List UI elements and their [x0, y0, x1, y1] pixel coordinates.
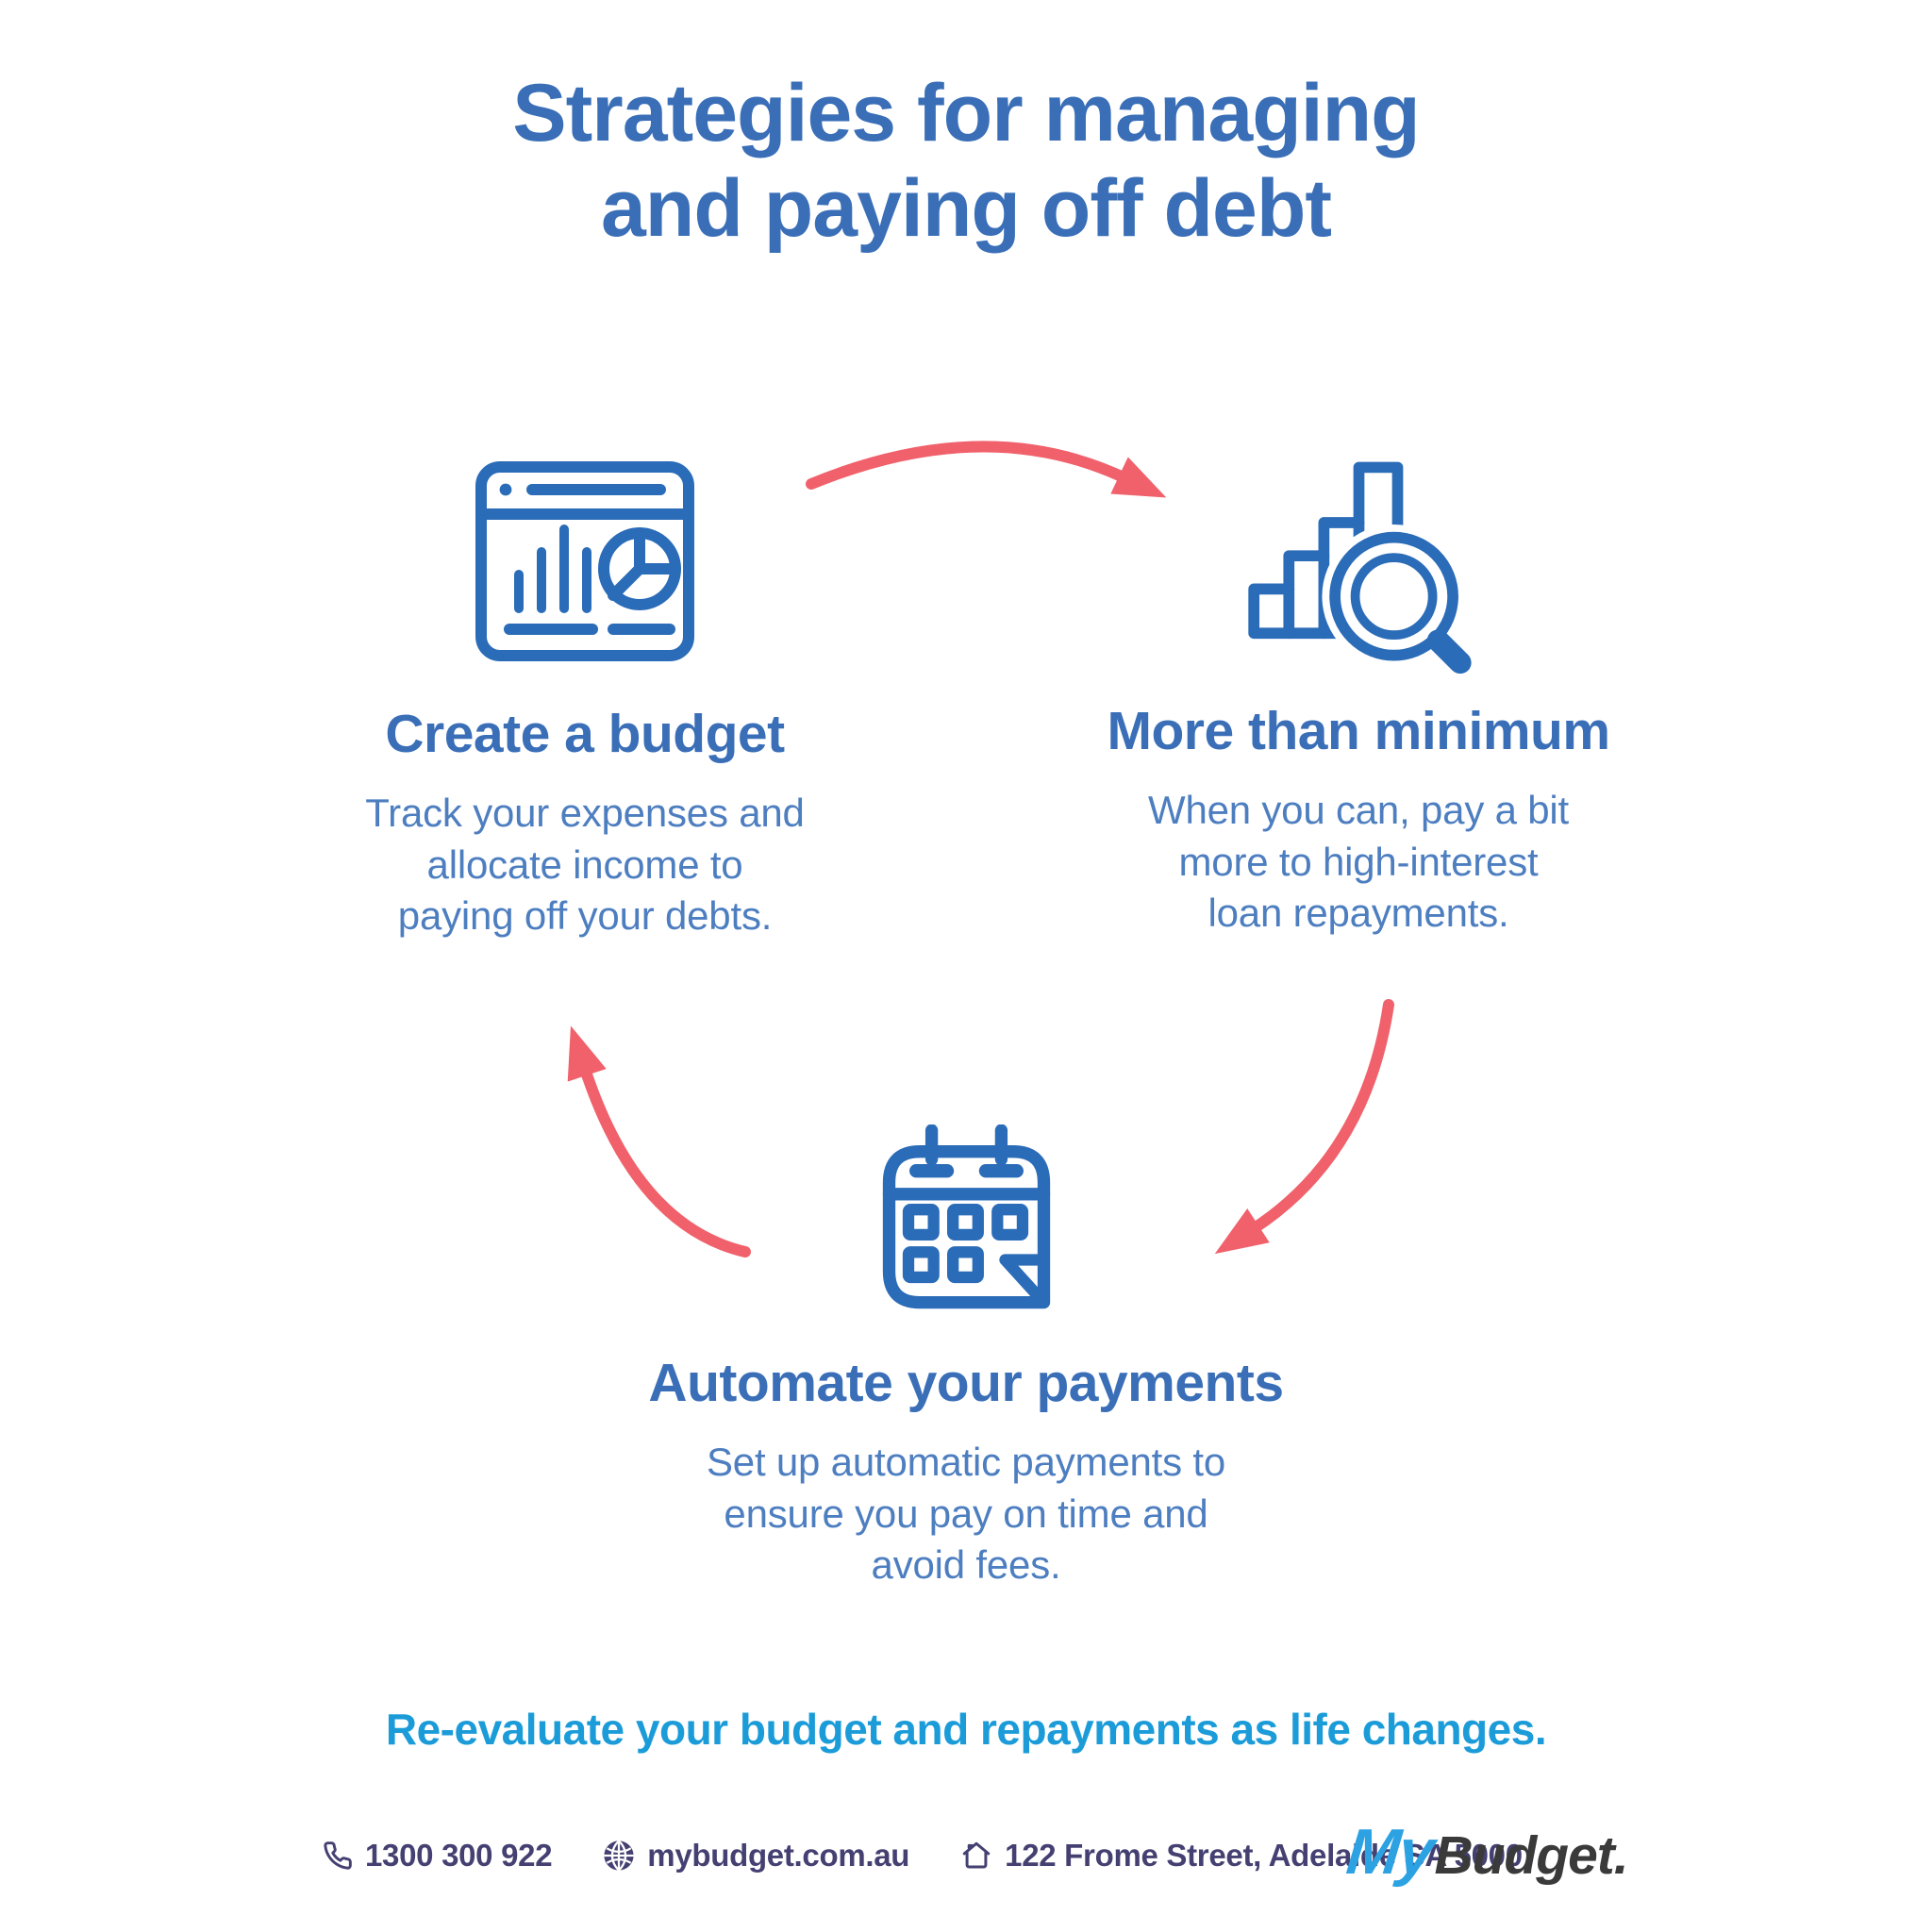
calendar-icon: [882, 1124, 1050, 1309]
house-icon: [962, 1841, 991, 1869]
footer-phone: 1300 300 922: [323, 1838, 553, 1874]
curved-arrow-up-icon: [567, 1025, 751, 1257]
phone-icon: [324, 1841, 352, 1870]
step-automate-payments: Automate your payments Set up automatic …: [494, 1124, 1438, 1591]
globe-icon: [604, 1840, 634, 1872]
footer-phone-number: 1300 300 922: [365, 1838, 553, 1873]
footer-contact-strip: 1300 300 922 mybudget.com.au 122 Frome S…: [323, 1838, 1523, 1874]
step-create-budget: Create a budget Track your expenses and …: [212, 458, 958, 942]
step-heading-more-than-minimum: More than minimum: [1107, 701, 1610, 761]
footer-website: mybudget.com.au: [603, 1838, 909, 1874]
page-title: Strategies for managing and paying off d…: [512, 68, 1420, 255]
logo-my-text: My: [1343, 1816, 1437, 1888]
step-body-more-than-minimum: When you can, pay a bit more to high-int…: [1148, 788, 1569, 936]
step-heading-create-budget: Create a budget: [385, 704, 785, 764]
mybudget-logo: My Budget.: [1343, 1815, 1629, 1889]
step-body-create-budget: Track your expenses and allocate income …: [365, 791, 805, 939]
step-more-than-minimum: More than minimum When you can, pay a bi…: [995, 445, 1722, 940]
footer-address-text: 122 Frome Street, Adelaide SA 5000: [1005, 1838, 1523, 1873]
chart-magnifier-icon: [1247, 461, 1472, 675]
curved-arrow-down-icon: [1214, 999, 1394, 1255]
step-body-automate-payments: Set up automatic payments to ensure you …: [706, 1440, 1226, 1588]
logo-budget-text: Budget.: [1434, 1825, 1628, 1886]
footer-website-url: mybudget.com.au: [647, 1838, 910, 1873]
footer-address: 122 Frome Street, Adelaide SA 5000: [960, 1838, 1523, 1874]
step-heading-automate-payments: Automate your payments: [648, 1353, 1284, 1413]
budget-dashboard-icon: [475, 461, 694, 661]
callout-text: Re-evaluate your budget and repayments a…: [385, 1705, 1547, 1754]
curved-arrow-right-icon: [806, 441, 1167, 498]
